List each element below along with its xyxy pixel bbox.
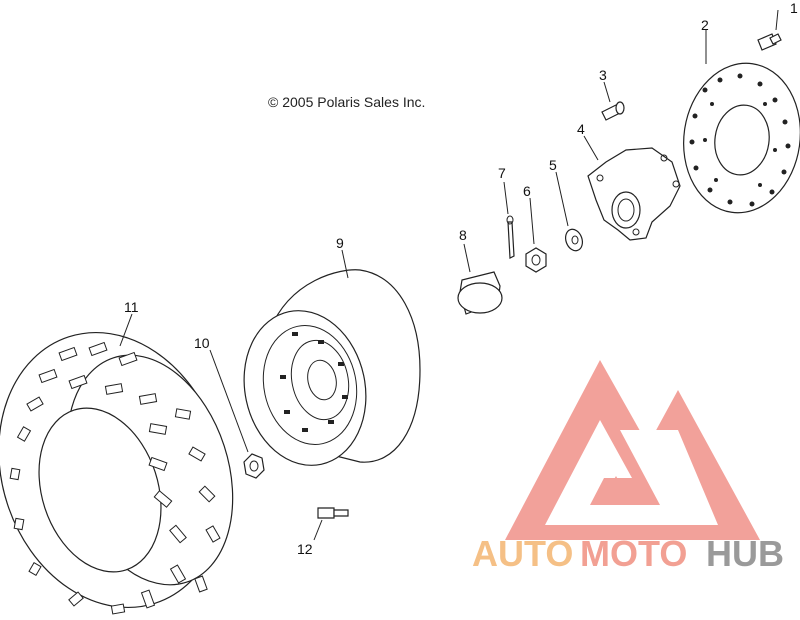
part-9-wheel-rim <box>243 249 421 466</box>
brand-hub: HUB <box>706 533 784 574</box>
brand-auto: AUTO <box>472 533 573 574</box>
part-11-tire <box>0 313 234 615</box>
part-1-bolt <box>757 9 782 51</box>
callout-2: 2 <box>701 17 709 33</box>
logo-triangle-icon <box>505 360 760 540</box>
part-6-castle-nut <box>525 197 547 273</box>
callout-labels: 1 2 3 4 5 6 7 8 9 10 11 12 <box>124 0 798 557</box>
brand-wordmark: AUTO MOTO HUB <box>472 533 784 574</box>
callout-6: 6 <box>523 183 531 199</box>
copyright-notice: © 2005 Polaris Sales Inc. <box>268 94 426 110</box>
callout-4: 4 <box>577 121 585 137</box>
callout-7: 7 <box>498 165 506 181</box>
part-7-cotter-pin <box>503 181 515 259</box>
callout-11: 11 <box>124 299 139 315</box>
callout-3: 3 <box>599 67 607 83</box>
callout-8: 8 <box>459 227 467 243</box>
part-12-bolt <box>313 507 349 541</box>
brand-moto: MOTO <box>580 533 687 574</box>
part-3-stud <box>601 81 625 121</box>
callout-9: 9 <box>336 235 344 251</box>
part-5-washer <box>555 171 584 252</box>
callout-1: 1 <box>790 0 798 16</box>
part-8-dust-cap <box>457 243 503 315</box>
callout-10: 10 <box>194 335 210 351</box>
part-4-hub <box>583 135 681 241</box>
part-2-brake-disc <box>683 30 800 214</box>
part-10-lug-nut <box>209 349 265 479</box>
callout-5: 5 <box>549 157 557 173</box>
callout-12: 12 <box>297 541 313 557</box>
